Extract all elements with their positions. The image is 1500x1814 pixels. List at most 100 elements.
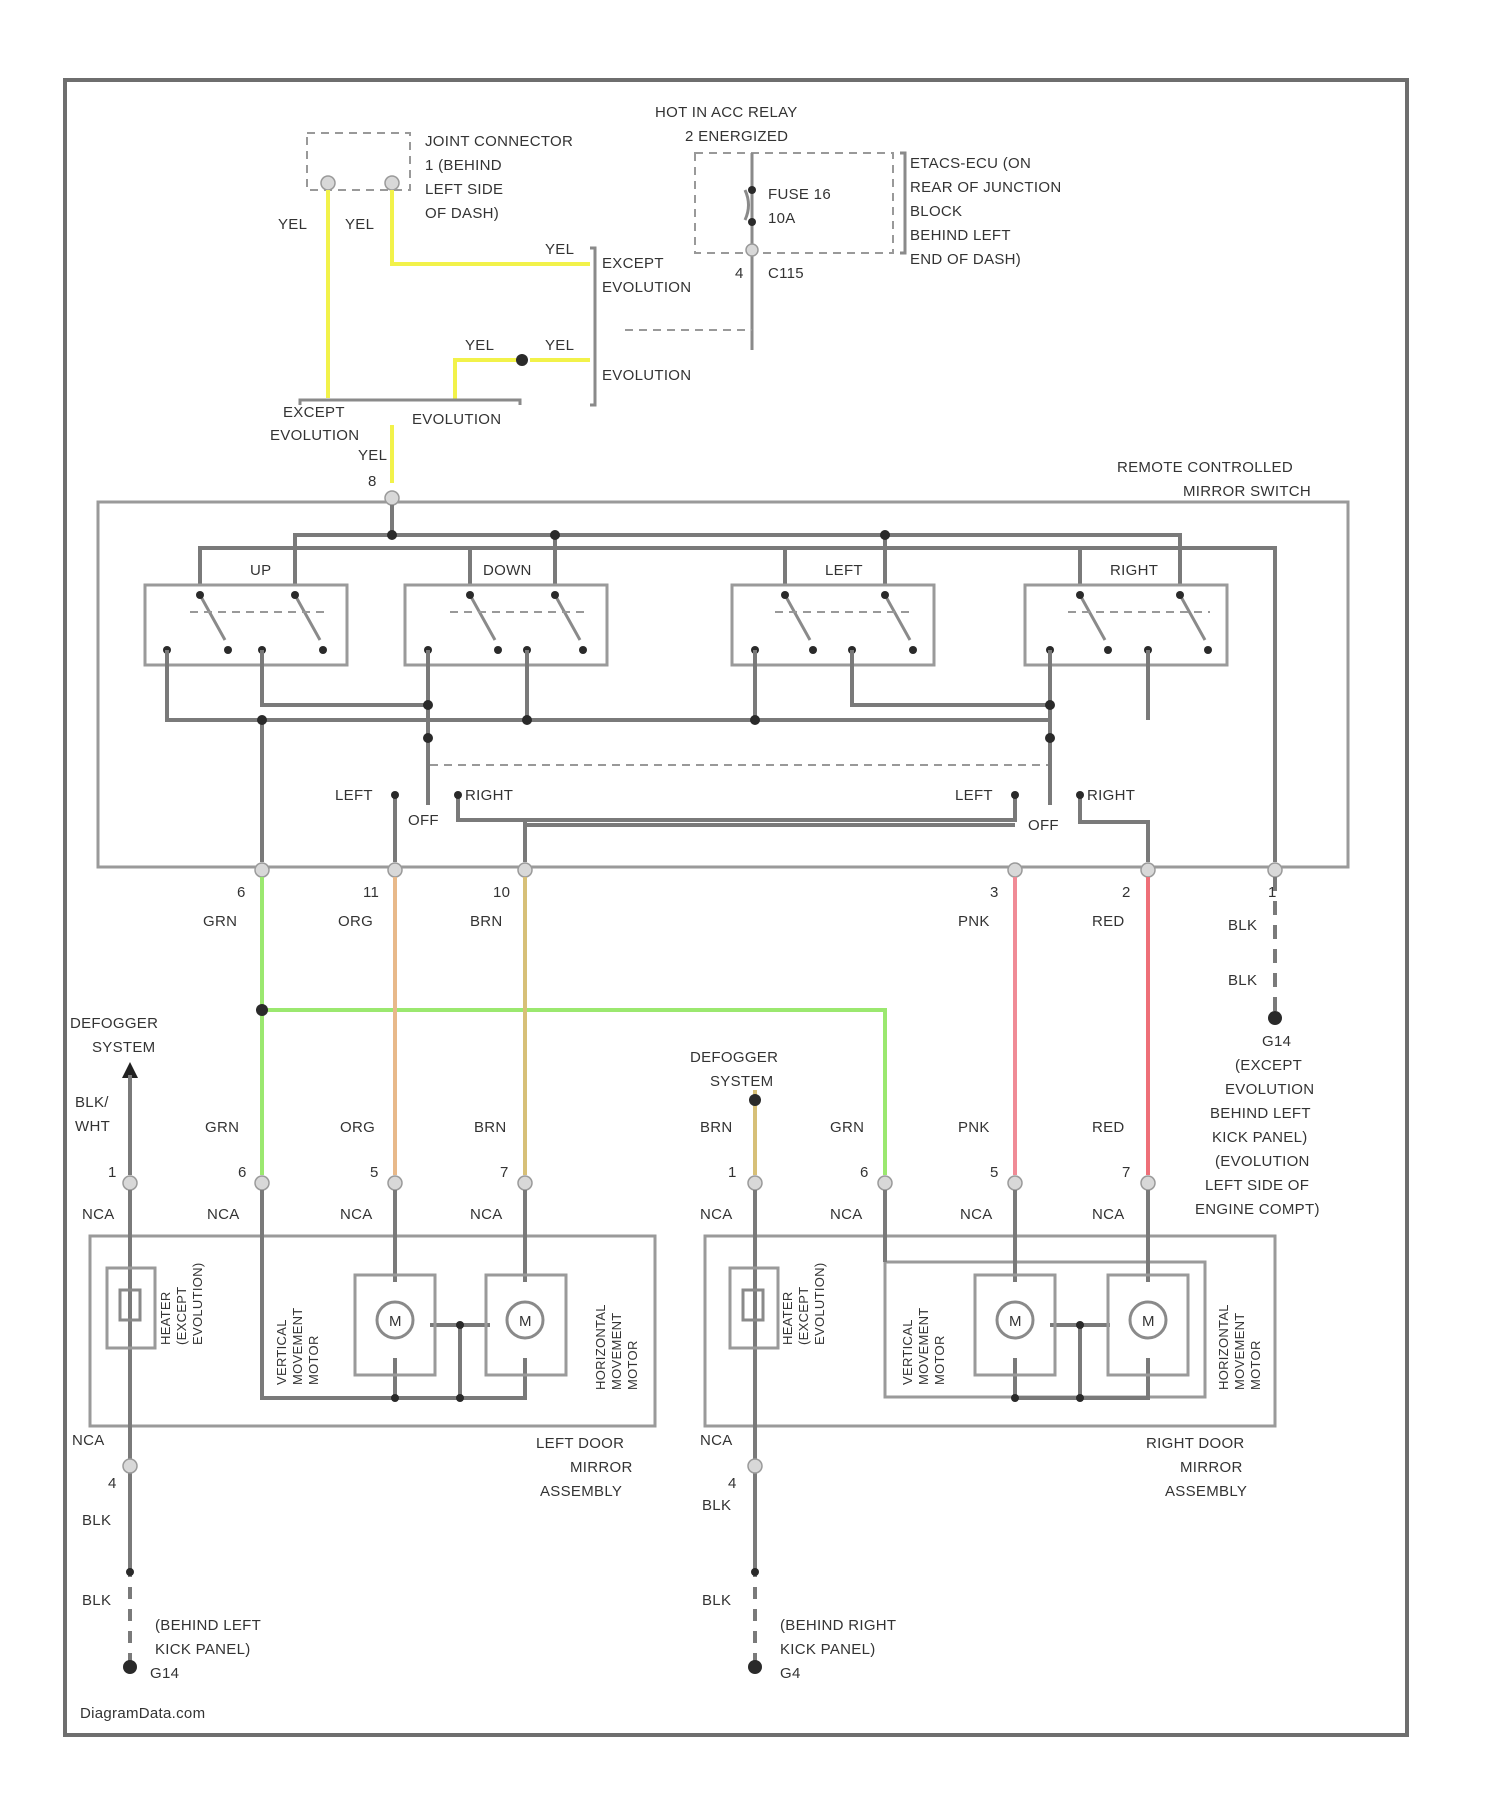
etacs-bracket <box>900 153 905 253</box>
svg-text:VERTICAL: VERTICAL <box>900 1319 915 1385</box>
switch-left-label: LEFT <box>825 562 863 579</box>
switch-up-box <box>145 585 347 665</box>
left-motor-dot-1 <box>391 1394 399 1402</box>
except-evolution-label-b2: EVOLUTION <box>270 427 359 444</box>
hot-relay-label-2: 2 ENERGIZED <box>685 128 788 145</box>
sw-pin-10: 10 <box>493 884 510 901</box>
sel-off-label-1: OFF <box>408 812 439 829</box>
yel-label-5: YEL <box>545 337 574 354</box>
left-ground-dot <box>126 1568 134 1576</box>
c115-terminal <box>746 244 758 256</box>
yel-label-4: YEL <box>465 337 494 354</box>
ground-main-6: (EVOLUTION <box>1215 1153 1310 1170</box>
out-dot-1 <box>257 715 267 725</box>
sel-right-label-2: RIGHT <box>1087 787 1135 804</box>
joint-terminal-2 <box>385 176 399 190</box>
svg-text:NCA: NCA <box>470 1206 503 1223</box>
right-motor-dot-1 <box>1011 1394 1019 1402</box>
left-ground-label-2: KICK PANEL) <box>155 1641 251 1658</box>
right-motor-dot-3 <box>1076 1321 1084 1329</box>
out-dot-4 <box>522 715 532 725</box>
blk-label-left-2: BLK <box>82 1592 111 1609</box>
sw-pin-3: 3 <box>990 884 999 901</box>
right-horizontal-motor-symbol: M <box>1142 1313 1155 1330</box>
left-ground-label-3: G14 <box>150 1665 179 1682</box>
yel-splice <box>516 354 528 366</box>
right-pin-6: 6 <box>860 1164 869 1181</box>
switch-contacts <box>200 595 1205 640</box>
org-label-1: ORG <box>338 913 373 930</box>
etacs-label-2: REAR OF JUNCTION <box>910 179 1061 196</box>
right-vertical-motor-symbol: M <box>1009 1313 1022 1330</box>
brn-label-2: BRN <box>474 1119 507 1136</box>
switch-output-wiring <box>167 650 1148 862</box>
remote-switch-label-1: REMOTE CONTROLLED <box>1117 459 1293 476</box>
svg-text:NCA: NCA <box>700 1206 733 1223</box>
left-ground-terminal <box>123 1459 137 1473</box>
out-dot-5 <box>750 715 760 725</box>
ground-main-4: BEHIND LEFT <box>1210 1105 1311 1122</box>
fuse-dot-2 <box>748 218 756 226</box>
svg-text:HEATER: HEATER <box>780 1291 795 1345</box>
switch-pin8-terminal <box>385 491 399 505</box>
ground-main-8: ENGINE COMPT) <box>1195 1201 1320 1218</box>
svg-text:NCA: NCA <box>72 1432 105 1449</box>
svg-text:MOVEMENT: MOVEMENT <box>609 1312 624 1390</box>
out-dot-3 <box>423 733 433 743</box>
hot-relay-label-1: HOT IN ACC RELAY <box>655 104 798 121</box>
left-assembly-label-2: MIRROR <box>570 1459 633 1476</box>
blk-wht-label-1: BLK/ <box>75 1094 109 1111</box>
right-ground-terminal <box>748 1459 762 1473</box>
pnk-label-2: PNK <box>958 1119 990 1136</box>
red-label-1: RED <box>1092 913 1125 930</box>
right-assembly-label-3: ASSEMBLY <box>1165 1483 1247 1500</box>
grn-label-3: GRN <box>830 1119 864 1136</box>
yel-wire-lower <box>455 360 590 400</box>
svg-text:MOVEMENT: MOVEMENT <box>916 1307 931 1385</box>
fuse-symbol <box>745 190 749 220</box>
left-ground-point <box>123 1660 137 1674</box>
switch-down-label: DOWN <box>483 562 532 579</box>
bus-dot-2 <box>550 530 560 540</box>
svg-text:NCA: NCA <box>82 1206 115 1223</box>
joint-connector-label-3: LEFT SIDE <box>425 181 503 198</box>
blk-label-main-2: BLK <box>1228 972 1257 989</box>
blk-label-main-1: BLK <box>1228 917 1257 934</box>
sel-dot-4 <box>1076 791 1084 799</box>
right-assembly-label-2: MIRROR <box>1180 1459 1243 1476</box>
switch-output-terminals <box>255 863 1282 877</box>
svg-text:HEATER: HEATER <box>158 1291 173 1345</box>
left-vertical-motor-text: VERTICAL MOVEMENT MOTOR <box>274 1307 321 1385</box>
switch-down-box <box>405 585 607 665</box>
left-horizontal-motor-symbol: M <box>519 1313 532 1330</box>
defogger-right-1: DEFOGGER <box>690 1049 778 1066</box>
right-ground-dot <box>751 1568 759 1576</box>
svg-text:NCA: NCA <box>700 1432 733 1449</box>
except-evolution-label-a2: EVOLUTION <box>602 279 691 296</box>
svg-text:VERTICAL: VERTICAL <box>274 1319 289 1385</box>
ground-main-1: G14 <box>1262 1033 1291 1050</box>
sel-right-label-1: RIGHT <box>465 787 513 804</box>
svg-text:HORIZONTAL: HORIZONTAL <box>593 1304 608 1390</box>
svg-text:MOTOR: MOTOR <box>1248 1340 1263 1390</box>
out-dot-2 <box>423 700 433 710</box>
sel-left-label-1: LEFT <box>335 787 373 804</box>
right-ground-label-1: (BEHIND RIGHT <box>780 1617 896 1634</box>
right-heater-text: HEATER (EXCEPT EVOLUTION) <box>780 1263 827 1345</box>
right-pin-4: 4 <box>728 1475 737 1492</box>
mirror-input-terminals <box>123 1176 1155 1190</box>
left-motor-dot-3 <box>456 1321 464 1329</box>
left-horizontal-motor-text: HORIZONTAL MOVEMENT MOTOR <box>593 1304 640 1390</box>
c115-pin: 4 <box>735 265 744 282</box>
svg-text:MOVEMENT: MOVEMENT <box>290 1307 305 1385</box>
svg-text:NCA: NCA <box>830 1206 863 1223</box>
blk-label-right-1: BLK <box>702 1497 731 1514</box>
right-pin-5: 5 <box>990 1164 999 1181</box>
org-label-2: ORG <box>340 1119 375 1136</box>
right-assembly-label-1: RIGHT DOOR <box>1146 1435 1245 1452</box>
grn-label-1: GRN <box>203 913 237 930</box>
ground-main-7: LEFT SIDE OF <box>1205 1177 1309 1194</box>
left-motor-dot-2 <box>456 1394 464 1402</box>
switch-contact-dots <box>163 591 1212 654</box>
